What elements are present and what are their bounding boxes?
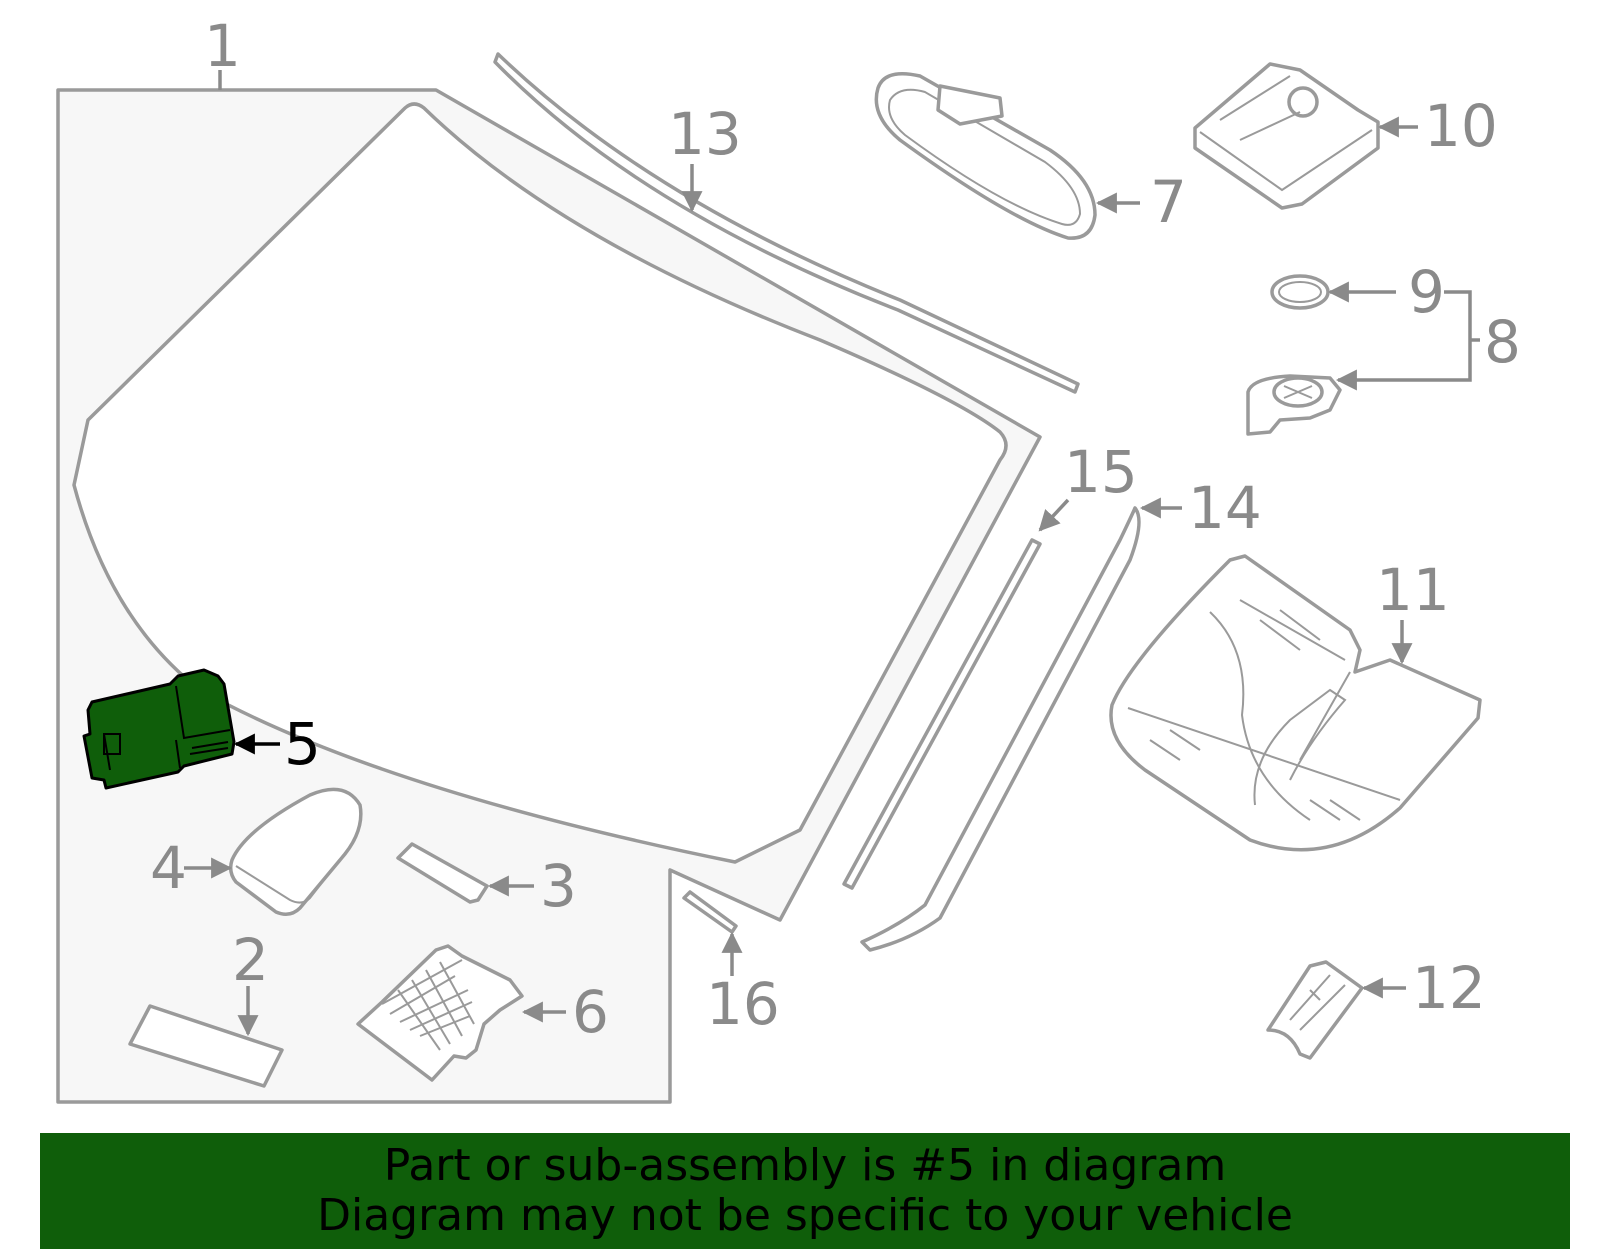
callout-9: 9: [1408, 258, 1445, 326]
rain-sensor-housing: [1193, 62, 1380, 210]
callout-13: 13: [668, 100, 742, 168]
callout-10: 10: [1424, 92, 1498, 160]
leader-8-bracket: [1340, 290, 1472, 382]
leader-15: [1038, 498, 1070, 532]
small-pad-strip: [396, 842, 489, 904]
sensor-bracket: [1246, 374, 1342, 436]
callout-8: 8: [1484, 308, 1521, 376]
callout-14: 14: [1188, 474, 1262, 542]
callout-2: 2: [232, 926, 269, 994]
callout-1: 1: [204, 12, 241, 80]
banner-line-2: Diagram may not be specific to your vehi…: [317, 1190, 1293, 1241]
callout-11: 11: [1376, 556, 1450, 624]
banner-line-1: Part or sub-assembly is #5 in diagram: [383, 1140, 1227, 1191]
callout-3: 3: [540, 852, 577, 920]
camera-bracket: [356, 944, 524, 1082]
callout-5: 5: [284, 710, 321, 778]
overhead-console: [1109, 554, 1482, 852]
callout-4: 4: [150, 834, 187, 902]
side-strip-inner: [842, 538, 1042, 890]
callout-7: 7: [1150, 168, 1187, 236]
side-strip-outer: [860, 506, 1141, 952]
seal-ring: [1270, 274, 1330, 310]
fastener-pin: [682, 890, 738, 934]
highlighted-part-5: [82, 668, 236, 790]
callout-15: 15: [1064, 438, 1138, 506]
callout-12: 12: [1412, 954, 1486, 1022]
info-banner: Part or sub-assembly is #5 in diagram Di…: [40, 1133, 1570, 1249]
roof-molding: [493, 52, 1080, 394]
adhesive-pad: [228, 787, 363, 916]
trim-clip: [1266, 960, 1364, 1060]
rearview-mirror: [874, 72, 1097, 240]
callout-6: 6: [572, 978, 609, 1046]
callout-16: 16: [706, 970, 780, 1038]
long-pad-strip: [128, 1004, 284, 1088]
